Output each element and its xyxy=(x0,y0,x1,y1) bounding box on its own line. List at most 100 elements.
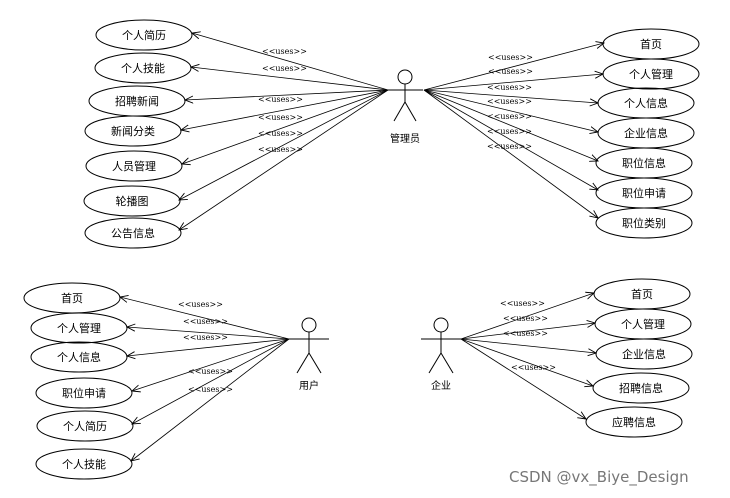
assoc-user-personal-info xyxy=(127,338,290,356)
actor-admin-head xyxy=(397,69,413,85)
assoc-admin-job-category xyxy=(423,89,598,218)
svg-text:个人技能: 个人技能 xyxy=(121,61,165,75)
svg-text:<<uses>>: <<uses>> xyxy=(258,145,303,154)
svg-text:<<uses>>: <<uses>> xyxy=(500,299,545,308)
assoc-admin-personal-info xyxy=(423,89,598,103)
assoc-user-job-application xyxy=(132,338,290,391)
assoc-user-home xyxy=(120,297,290,340)
svg-text:<<uses>>: <<uses>> xyxy=(258,95,303,104)
assoc-admin-carousel xyxy=(179,89,389,200)
use-case-news-category: 新闻分类 xyxy=(84,115,182,147)
svg-text:企业信息: 企业信息 xyxy=(622,347,666,361)
svg-text:职位类别: 职位类别 xyxy=(622,216,666,230)
actor-user-label: 用户 xyxy=(299,379,319,392)
svg-text:<<uses>>: <<uses>> xyxy=(488,67,533,76)
assoc-admin-resume xyxy=(192,33,389,91)
svg-text:个人管理: 个人管理 xyxy=(621,317,665,331)
assoc-company-personal-management xyxy=(460,323,595,340)
use-case-home: 首页 xyxy=(602,28,700,60)
watermark-text: CSDN @vx_Biye_Design xyxy=(509,468,689,486)
assoc-admin-news-category xyxy=(181,89,389,130)
use-case-job-info: 职位信息 xyxy=(595,147,693,179)
use-case-resume: 个人简历 xyxy=(95,19,193,51)
assoc-admin-personal-management xyxy=(423,74,603,91)
actor-admin: 管理员 xyxy=(387,69,423,145)
svg-text:<<uses>>: <<uses>> xyxy=(488,53,533,62)
actor-company-head xyxy=(433,317,449,333)
use-case-user-job-application: 职位申请 xyxy=(35,377,133,409)
svg-text:公告信息: 公告信息 xyxy=(111,226,155,240)
svg-text:<<uses>>: <<uses>> xyxy=(258,129,303,138)
company-associations xyxy=(460,293,596,419)
use-case-user-skills: 个人技能 xyxy=(35,448,133,480)
actor-user-leg-right xyxy=(308,352,322,374)
svg-text:<<uses>>: <<uses>> xyxy=(487,83,532,92)
use-case-company-home: 首页 xyxy=(593,278,691,310)
svg-text:<<uses>>: <<uses>> xyxy=(262,64,307,73)
actor-user: 用户 xyxy=(289,317,329,392)
use-case-announcement: 公告信息 xyxy=(84,217,182,249)
svg-text:首页: 首页 xyxy=(640,37,662,51)
assoc-admin-job-info xyxy=(423,89,598,161)
use-case-user-personal-management: 个人管理 xyxy=(30,312,128,344)
admin-left-use-cases: 个人简历 个人技能 招聘新闻 新闻分类 人员管理 轮播图 公告信息 xyxy=(83,19,193,249)
svg-text:应聘信息: 应聘信息 xyxy=(612,415,656,429)
use-case-company-info: 企业信息 xyxy=(597,117,695,149)
svg-text:<<uses>>: <<uses>> xyxy=(487,97,532,106)
svg-text:职位申请: 职位申请 xyxy=(62,386,106,400)
actor-user-head xyxy=(301,317,317,333)
svg-text:首页: 首页 xyxy=(631,287,653,301)
svg-text:轮播图: 轮播图 xyxy=(116,194,149,208)
use-case-job-category: 职位类别 xyxy=(595,207,693,239)
svg-text:个人简历: 个人简历 xyxy=(63,419,107,433)
assoc-user-personal-management xyxy=(127,327,290,340)
actor-admin-leg-right xyxy=(404,101,417,122)
user-associations xyxy=(120,297,290,461)
assoc-admin-recruit-news xyxy=(185,89,389,100)
assoc-admin-staff xyxy=(182,89,389,164)
admin-left-associations xyxy=(179,33,389,230)
svg-text:<<uses>>: <<uses>> xyxy=(178,300,223,309)
use-case-personal-info: 个人信息 xyxy=(597,87,695,119)
assoc-user-resume xyxy=(132,338,290,424)
svg-text:<<uses>>: <<uses>> xyxy=(258,113,303,122)
svg-text:<<uses>>: <<uses>> xyxy=(511,363,556,372)
assoc-admin-skills xyxy=(191,67,389,91)
svg-text:个人信息: 个人信息 xyxy=(624,96,668,110)
actor-company: 企业 xyxy=(421,317,461,392)
user-uses-labels: <<uses>> <<uses>> <<uses>> <<uses>> <<us… xyxy=(178,300,233,394)
actor-user-leg-left xyxy=(296,352,310,374)
actor-company-leg-right xyxy=(440,352,454,374)
svg-text:企业信息: 企业信息 xyxy=(624,126,668,140)
svg-text:<<uses>>: <<uses>> xyxy=(487,112,532,121)
svg-text:个人管理: 个人管理 xyxy=(629,67,673,81)
use-case-user-resume: 个人简历 xyxy=(36,410,134,442)
use-case-recruit-news: 招聘新闻 xyxy=(88,85,186,117)
assoc-user-skills xyxy=(131,338,290,461)
use-case-job-application: 职位申请 xyxy=(595,177,693,209)
assoc-company-recruit-info xyxy=(460,338,593,386)
actor-admin-leg-left xyxy=(393,101,406,122)
admin-right-use-cases: 首页 个人管理 个人信息 企业信息 职位信息 职位申请 职位类别 xyxy=(595,28,700,239)
svg-text:职位信息: 职位信息 xyxy=(622,156,666,170)
assoc-admin-job-application xyxy=(423,89,598,190)
assoc-company-applicant-info xyxy=(460,338,586,419)
svg-text:人员管理: 人员管理 xyxy=(112,159,156,173)
svg-text:个人简历: 个人简历 xyxy=(122,28,166,42)
svg-text:<<uses>>: <<uses>> xyxy=(262,47,307,56)
svg-text:个人管理: 个人管理 xyxy=(57,321,101,335)
svg-text:招聘信息: 招聘信息 xyxy=(619,381,663,395)
actor-company-label: 企业 xyxy=(431,379,451,392)
use-case-user-personal-info: 个人信息 xyxy=(30,341,128,373)
actor-company-leg-left xyxy=(428,352,442,374)
use-case-company-applicant-info: 应聘信息 xyxy=(585,406,683,438)
svg-text:个人技能: 个人技能 xyxy=(62,457,106,471)
use-case-staff-management: 人员管理 xyxy=(85,150,183,182)
use-case-user-home: 首页 xyxy=(23,282,121,314)
use-case-carousel: 轮播图 xyxy=(83,185,181,217)
assoc-admin-home xyxy=(423,43,604,91)
use-case-company-personal-management: 个人管理 xyxy=(594,308,692,340)
assoc-admin-company-info xyxy=(423,89,598,132)
svg-text:招聘新闻: 招聘新闻 xyxy=(115,94,159,108)
